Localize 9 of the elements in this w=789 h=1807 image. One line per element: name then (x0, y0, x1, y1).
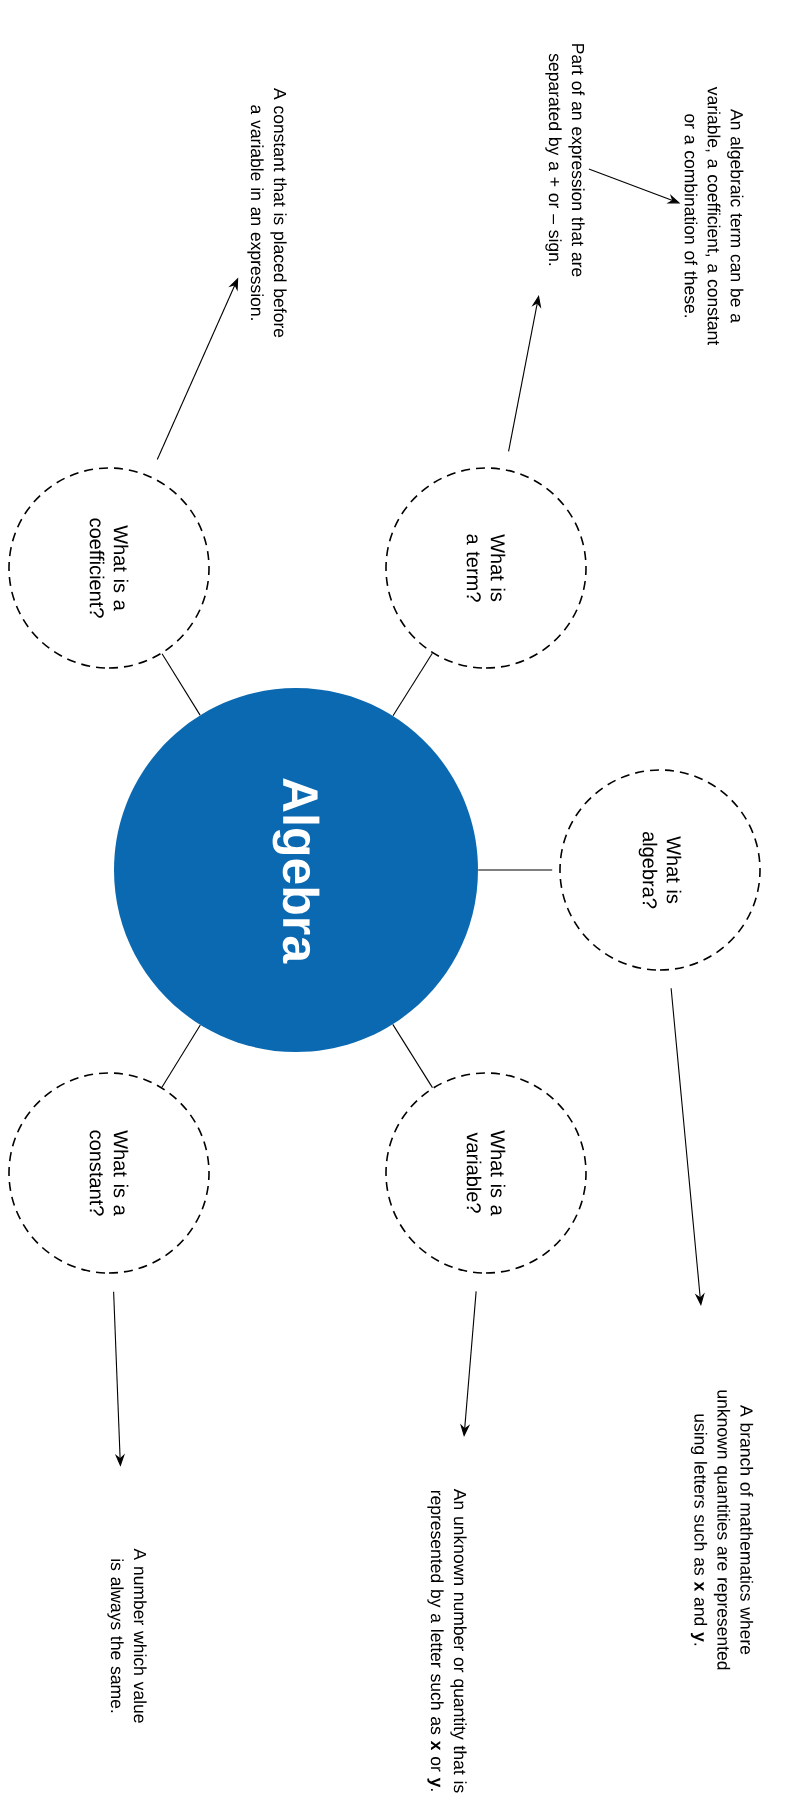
connector-line (161, 1024, 201, 1088)
definition-text: An algebraic term can be a variable, a coefficient, a constant or a combination of these. (684, 86, 744, 346)
connector-line (161, 653, 201, 716)
definition-text: A constant that is placed before a variable in an expression. (247, 88, 287, 338)
connector-line (477, 869, 553, 871)
definition-text: Part of an expression that are separated by a + or – sign. (545, 44, 585, 277)
definition-text: A number which value is always the same. (107, 1548, 147, 1723)
connector-line (392, 652, 433, 717)
connector-line (392, 1023, 433, 1089)
